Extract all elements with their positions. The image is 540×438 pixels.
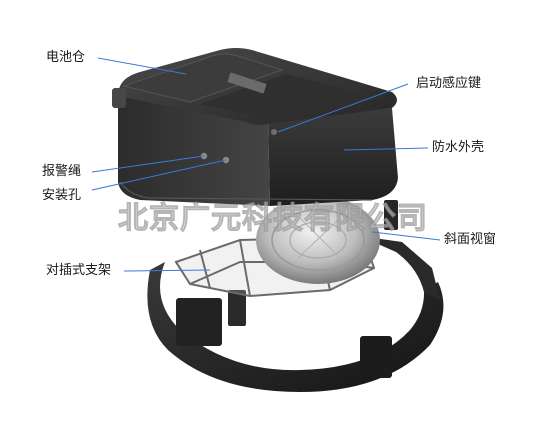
- leader-alarm-rope: [91, 155, 205, 173]
- leader-bracket: [123, 269, 211, 272]
- leader-mounting-hole: [91, 159, 227, 191]
- mounting-hole-label: 安装孔: [42, 188, 82, 203]
- leader-shell: [343, 147, 429, 151]
- waterproof-shell-label: 防水外壳: [432, 140, 485, 155]
- alarm-rope-label: 报警绳: [42, 164, 82, 179]
- leader-lines: [91, 57, 441, 272]
- battery-compartment-label: 电池仓: [46, 50, 86, 65]
- watermark-text: 北京广元科技有限公司: [118, 201, 428, 237]
- ring-bracket: [147, 200, 444, 392]
- leader-window: [371, 231, 441, 241]
- leader-battery: [97, 57, 187, 75]
- window-dome: [256, 196, 380, 284]
- leader-sensor-key: [277, 83, 409, 133]
- main-housing: [112, 48, 398, 206]
- oblique-window-label: 斜面视窗: [444, 232, 497, 247]
- start-sensor-key-label: 启动感应键: [416, 76, 482, 91]
- plug-in-bracket-label: 对插式支架: [46, 263, 112, 278]
